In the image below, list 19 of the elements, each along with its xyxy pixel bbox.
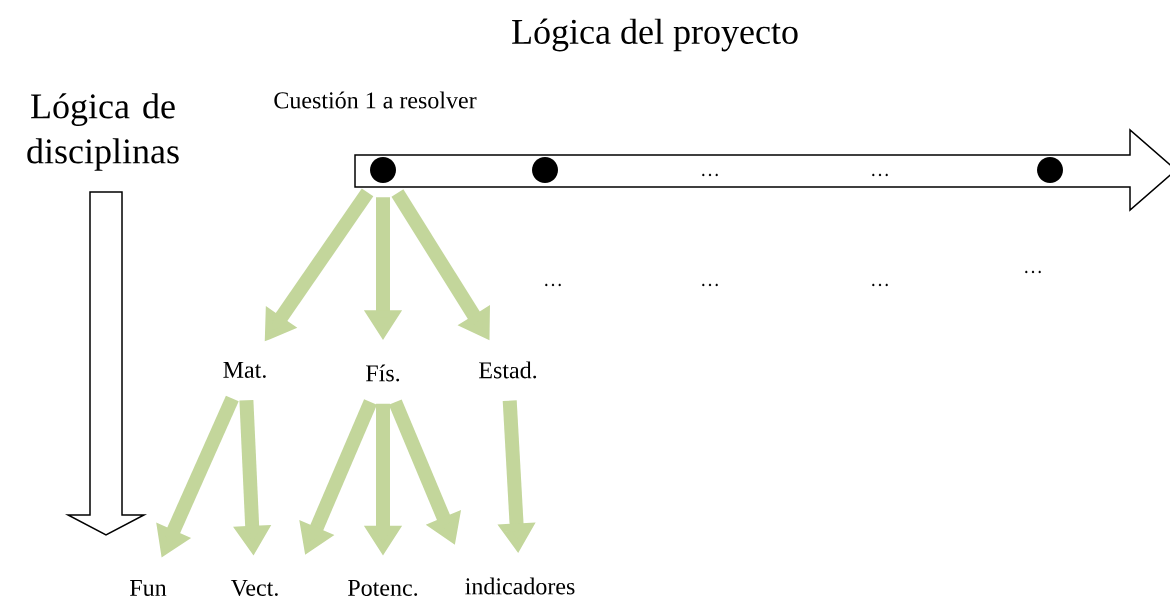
ellipsis: …	[702, 283, 718, 287]
ellipsis: …	[872, 283, 888, 287]
ellipsis: …	[702, 173, 718, 177]
dot-marker	[370, 157, 396, 183]
node-label: indicadores	[465, 577, 575, 595]
node-label: Fís.	[366, 364, 400, 382]
dot-marker	[1037, 157, 1063, 183]
node-label: Potenc.	[348, 580, 418, 597]
ellipsis: …	[872, 173, 888, 177]
dot-marker	[532, 157, 558, 183]
node-label: Fun	[130, 580, 167, 596]
heading: Lógica de disciplinas	[27, 93, 179, 171]
ellipsis: …	[545, 283, 561, 287]
node-label: Estad.	[479, 361, 537, 379]
node-label: Mat.	[223, 362, 266, 379]
heading: Lógica del proyecto	[512, 18, 798, 52]
ellipsis: …	[1025, 270, 1041, 274]
node-label: Vect.	[230, 579, 278, 597]
heading: Cuestión 1 a resolver	[274, 91, 477, 109]
